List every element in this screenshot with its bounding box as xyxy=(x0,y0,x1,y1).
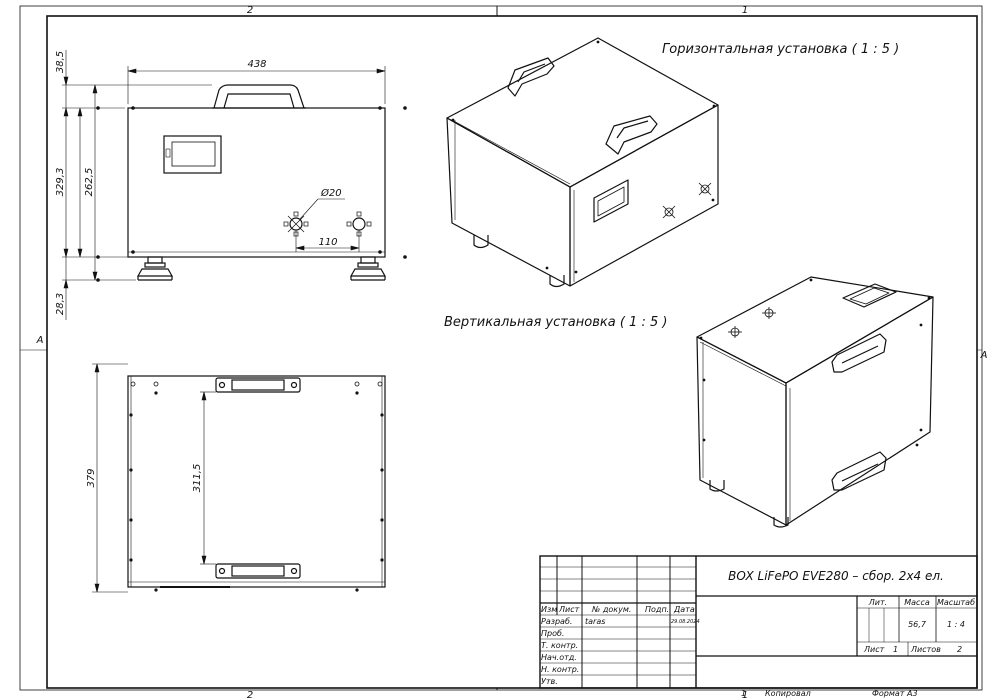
row-label-norm-control: Н. контр. xyxy=(541,665,579,674)
zone-right: A xyxy=(980,350,988,361)
foot-left xyxy=(136,256,174,281)
display-window xyxy=(163,135,222,174)
foot-right xyxy=(349,256,387,281)
mass-value: 56,7 xyxy=(908,620,927,629)
drawing-designation: BOX LiFePO EVE280 – сбор. 2х4 ел. xyxy=(728,569,944,583)
front-view xyxy=(96,84,407,282)
top-handle-lower xyxy=(215,563,301,579)
front-dimension-labels: 438 38,5 329,3 262,5 28,3 Ø20 110 xyxy=(55,51,342,315)
iso-h-handle-top xyxy=(507,57,555,97)
mass-label: Масса xyxy=(904,598,930,607)
copied-label: Копировал xyxy=(765,689,811,698)
zone-top-left: 2 xyxy=(247,5,253,16)
top-handle-upper xyxy=(215,377,301,393)
sheets-label: Листов xyxy=(910,645,941,654)
frame xyxy=(19,5,983,691)
iso-v-terminal-a xyxy=(728,326,742,338)
zone-top-right: 1 xyxy=(742,5,748,16)
dim-handle-height: 38,5 xyxy=(55,51,66,73)
zone-bottom-right: 1 xyxy=(742,690,748,700)
title-block-text: BOX LiFePO EVE280 – сбор. 2х4 ел. Изм Ли… xyxy=(541,569,975,686)
caption-horizontal: Горизонтальная установка ( 1 : 5 ) xyxy=(662,42,899,57)
iso-h-handle-side xyxy=(605,115,658,155)
dim-hole-spacing: 110 xyxy=(318,237,337,248)
zone-bottom-left: 2 xyxy=(247,690,253,700)
top-dimension-labels: 379 311,5 xyxy=(86,464,203,493)
col-header-doc: № докум. xyxy=(591,605,631,614)
sheets-value: 2 xyxy=(957,645,962,654)
iso-v-terminal-b xyxy=(762,307,776,319)
dim-depth: 379 xyxy=(86,468,97,487)
zone-left: A xyxy=(36,335,44,346)
front-handle xyxy=(213,84,305,109)
iso-h-display xyxy=(593,179,629,223)
title-block xyxy=(539,555,978,689)
dim-hole-diameter: Ø20 xyxy=(320,187,342,199)
sheet-label: Лист xyxy=(863,645,885,654)
sheet-value: 1 xyxy=(893,645,898,654)
iso-v-handle-upper xyxy=(831,333,887,373)
col-header-sign: Подп. xyxy=(645,605,669,614)
front-dimensions xyxy=(62,50,386,320)
lit-label: Лит. xyxy=(868,598,887,607)
dim-foot-height: 28,3 xyxy=(55,293,66,315)
dim-overall-height: 329,3 xyxy=(55,168,66,197)
zone-markers: 2 1 2 1 A A xyxy=(36,5,988,700)
iso-v-display xyxy=(842,283,897,308)
top-view xyxy=(127,375,386,592)
front-body xyxy=(127,107,386,258)
iso-h-terminal-b xyxy=(698,182,712,196)
row-label-tech-control: Т. контр. xyxy=(541,641,578,650)
copied-number: 1 xyxy=(741,689,746,698)
dim-handle-spacing: 311,5 xyxy=(192,464,203,493)
format-label: Формат А3 xyxy=(872,689,918,698)
iso-horizontal-view xyxy=(446,37,719,288)
scale-label: Масштаб xyxy=(937,598,975,607)
developer-name: taras xyxy=(585,617,605,626)
footer: 1 Копировал Формат А3 xyxy=(741,689,918,698)
row-label-checked: Проб. xyxy=(541,629,564,638)
col-header-date: Дата xyxy=(673,605,695,614)
row-label-approved: Утв. xyxy=(541,677,558,686)
iso-v-handle-lower xyxy=(831,451,887,491)
iso-vertical-view xyxy=(696,276,934,528)
dim-body-height: 262,5 xyxy=(84,168,95,197)
dim-width: 438 xyxy=(247,59,266,70)
row-label-developer: Разраб. xyxy=(541,617,572,626)
iso-h-terminal-a xyxy=(662,205,676,219)
row-label-head: Нач.отд. xyxy=(541,653,577,662)
scale-value: 1 : 4 xyxy=(947,620,965,629)
col-header-list: Лист xyxy=(558,605,580,614)
top-body xyxy=(127,375,386,588)
developer-date: 29.08.2024 xyxy=(671,619,700,625)
caption-vertical: Вертикальная установка ( 1 : 5 ) xyxy=(444,315,667,330)
top-dimensions xyxy=(92,363,216,593)
col-header-izm: Изм xyxy=(541,605,557,614)
